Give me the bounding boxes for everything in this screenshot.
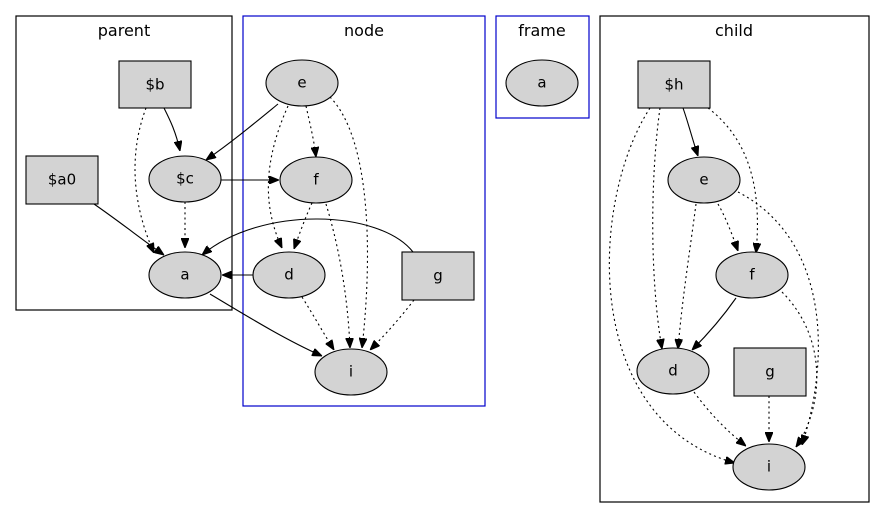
edge-g-to-a (202, 218, 414, 255)
edge-a-to-i (209, 293, 322, 356)
edge-f-to-i-child (781, 291, 818, 447)
node-parent-a-shape (148, 251, 222, 299)
cluster-node: node (242, 15, 486, 407)
cluster-parent: parent (15, 15, 233, 311)
node-node-i: i (314, 348, 388, 396)
edge-g-to-i (370, 299, 415, 350)
node-child-h-label: $h (664, 76, 683, 94)
node-node-d-label: d (284, 266, 294, 284)
node-child-i-label: i (767, 458, 771, 476)
node-frame-a-shape (505, 59, 579, 107)
edge-b-to-c (163, 107, 180, 151)
node-node-g-shape (401, 251, 475, 301)
node-parent-a0-shape (25, 155, 99, 205)
cluster-node-box (242, 15, 486, 407)
node-node-e: e (265, 59, 339, 107)
node-parent-a0-label: $a0 (48, 171, 76, 189)
node-child-e: e (667, 156, 741, 204)
node-parent-c: $c (148, 155, 222, 203)
edge-h-to-e (682, 107, 698, 156)
node-child-f: f (715, 251, 789, 299)
edge-e-to-i (329, 96, 368, 348)
node-node-f: f (279, 156, 353, 204)
node-child-f-shape (715, 251, 789, 299)
edge-d-to-i-child (693, 391, 746, 446)
node-child-h-shape (637, 60, 711, 109)
cluster-frame-box (495, 15, 590, 119)
node-child-f-label: f (749, 266, 755, 284)
edge-f-to-d (294, 202, 313, 249)
cluster-parent-label: parent (98, 21, 150, 40)
node-child-g: g (733, 347, 807, 397)
edge-h-to-i (608, 107, 735, 463)
node-node-f-label: f (313, 171, 319, 189)
edge-h-to-d (652, 107, 662, 349)
node-child-h: $h (637, 60, 711, 109)
node-parent-c-shape (148, 155, 222, 203)
cluster-child-label: child (715, 21, 753, 40)
node-child-d: d (636, 347, 710, 395)
edge-e-to-d-child (678, 203, 697, 349)
edge-e-to-c (206, 103, 279, 160)
node-parent-a0: $a0 (25, 155, 99, 205)
cluster-frame-label: frame (518, 21, 565, 40)
node-node-i-shape (314, 348, 388, 396)
edge-e-to-d (267, 105, 289, 248)
node-node-g-label: g (433, 267, 443, 285)
node-node-i-label: i (349, 363, 353, 381)
edge-b-to-a (134, 107, 154, 253)
node-parent-b-label: $b (145, 76, 164, 94)
cluster-child-box (599, 15, 870, 503)
node-node-g: g (401, 251, 475, 301)
node-node-d-shape (252, 251, 326, 299)
node-child-d-label: d (668, 362, 678, 380)
node-node-d: d (252, 251, 326, 299)
cluster-parent-box (15, 15, 233, 311)
node-child-d-shape (636, 347, 710, 395)
node-child-i: i (732, 443, 806, 491)
node-node-e-shape (265, 59, 339, 107)
node-parent-a: a (148, 251, 222, 299)
node-child-e-label: e (699, 171, 708, 189)
edge-e-to-f-child (717, 203, 738, 251)
node-node-e-label: e (297, 74, 306, 92)
edge-a0-to-a (93, 203, 164, 255)
node-frame-a: a (505, 59, 579, 107)
edge-f-to-d-child (692, 297, 737, 350)
cluster-child: child (599, 15, 870, 503)
edge-e-to-i-child (737, 191, 819, 445)
node-frame-a-label: a (537, 74, 546, 92)
edge-f-to-i (325, 203, 350, 348)
node-child-i-shape (732, 443, 806, 491)
node-child-e-shape (667, 156, 741, 204)
edges (93, 96, 819, 463)
node-parent-a-label: a (180, 266, 189, 284)
node-parent-b-shape (118, 60, 192, 109)
node-node-f-shape (279, 156, 353, 204)
edge-e-to-f (305, 105, 316, 157)
edge-d-to-i (301, 296, 334, 350)
node-parent-c-label: $c (176, 170, 194, 188)
node-parent-b: $b (118, 60, 192, 109)
node-child-g-label: g (765, 363, 775, 381)
cluster-frame: frame (495, 15, 590, 119)
cluster-node-label: node (344, 21, 384, 40)
node-child-g-shape (733, 347, 807, 397)
